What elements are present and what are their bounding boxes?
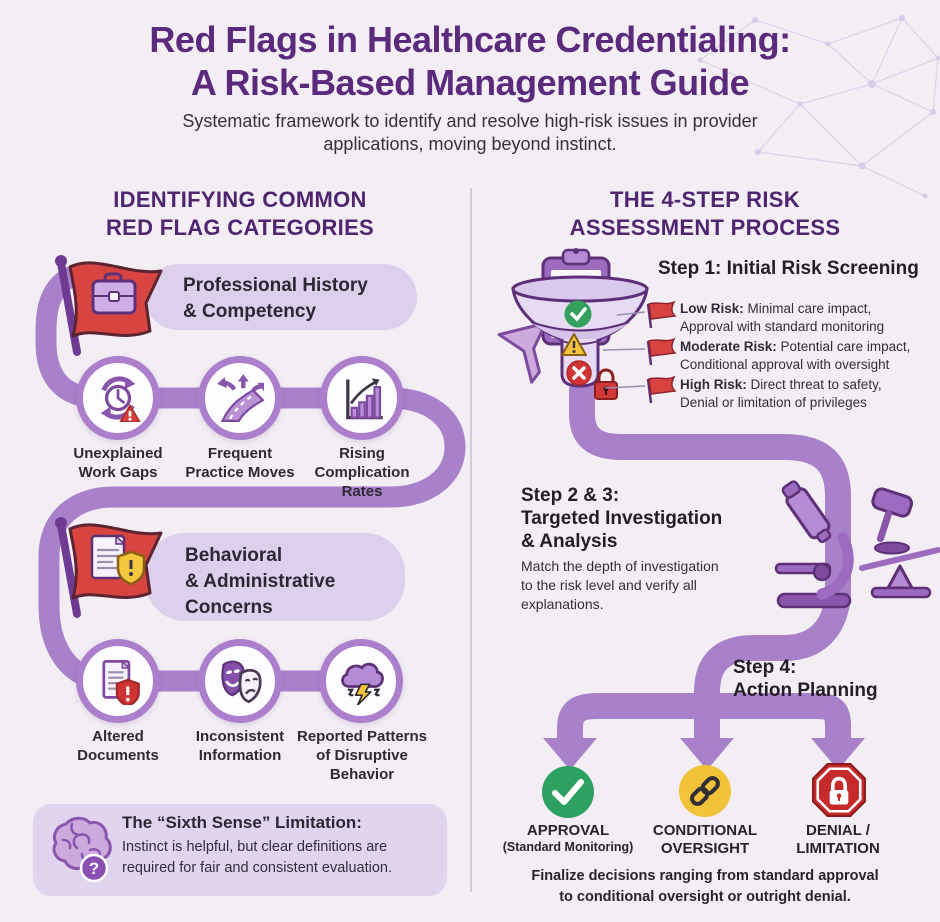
column-divider [470,188,472,892]
theater-masks-icon [221,660,262,704]
split-arrowheads [543,738,865,770]
risk-low-line1: Minimal care impact, [743,301,872,316]
node-work-gaps [76,356,160,440]
node-label-complication-rates: Rising Complication Rates [314,445,410,500]
category-2-title: Behavioral & Administrative Concerns [185,545,336,618]
category-2-pill [145,533,405,621]
document-alert-icon [102,659,140,705]
left-flow-path [35,261,466,692]
step23-body: Match the depth of investigation to the … [521,558,719,612]
risk-high-label: High Risk: [680,377,747,392]
risk-high-line2: Denial or limitation of privileges [680,394,867,410]
split-bar-path [557,693,851,742]
node-complication-rates [320,356,404,440]
microscope-gavel-icon [774,480,940,609]
node-inconsistent-information [198,639,282,723]
outcome-approval-label: APPROVAL [526,822,610,839]
step23-title: Step 2 & 3: Targeted Investigation & Ana… [521,485,723,552]
node-label-practice-moves: Frequent Practice Moves [185,445,295,481]
diverging-road-icon [217,374,264,422]
risk-item-low: Low Risk: Minimal care impact, Approval … [680,300,930,335]
risk-item-moderate: Moderate Risk: Potential care impact, Co… [680,338,930,373]
outcome-approval-sublabel: (Standard Monitoring) [502,840,634,854]
outcome-denial-label: DENIAL / LIMITATION [796,822,880,857]
risk-flag-icons [646,300,677,404]
red-flag-briefcase-icon [55,255,163,356]
constellation-decoration [697,15,940,199]
node-label-disruptive-behavior: Reported Patterns of Disruptive Behavior [296,728,428,783]
node-altered-documents [76,639,160,723]
risk-item-high: High Risk: Direct threat to safety, Deni… [680,376,930,411]
outcome-conditional-label: CONDITIONAL OVERSIGHT [652,822,758,857]
note-title: The “Sixth Sense” Limitation: [122,813,362,832]
risk-moderate-line2: Conditional approval with oversight [680,356,890,372]
risk-high-line1: Direct threat to safety, [746,377,882,392]
node-label-inconsistent-information: Inconsistent Information [195,728,285,764]
brain-question-icon: ? [52,816,112,883]
chain-link-icon [679,765,731,817]
page-title: Red Flags in Healthcare Credentialing: A… [149,19,791,103]
right-footer-text: Finalize decisions ranging from standard… [531,868,879,905]
clock-warning-icon [100,376,141,422]
node-label-work-gaps: Unexplained Work Gaps [73,445,163,481]
lock-octagon-icon [812,763,866,817]
step4-title: Step 4: Action Planning [733,657,878,701]
risk-low-label: Low Risk: [680,301,744,316]
risk-moderate-line1: Potential care impact, [776,339,911,354]
rising-chart-icon [346,378,383,420]
red-flag-document-icon [55,517,163,618]
storm-cloud-icon [341,662,384,705]
check-circle-icon [542,766,594,818]
node-label-altered-documents: Altered Documents [77,728,159,764]
node-practice-moves [198,356,282,440]
category-1-title: Professional History & Competency [183,275,368,322]
risk-moderate-label: Moderate Risk: [680,339,777,354]
clipboard-funnel-icon [497,248,677,404]
category-1-pill [145,264,417,330]
svg-text:?: ? [89,859,99,878]
node-disruptive-behavior [319,639,403,723]
risk-low-line2: Approval with standard monitoring [680,318,885,334]
page-subtitle: Systematic framework to identify and res… [182,111,758,154]
step1-title: Step 1: Initial Risk Screening [658,258,919,279]
left-column-heading: IDENTIFYING COMMON RED FLAG CATEGORIES [105,187,375,240]
note-body: Instinct is helpful, but clear definitio… [122,839,393,876]
right-column-heading: THE 4-STEP RISK ASSESSMENT PROCESS [569,187,841,240]
